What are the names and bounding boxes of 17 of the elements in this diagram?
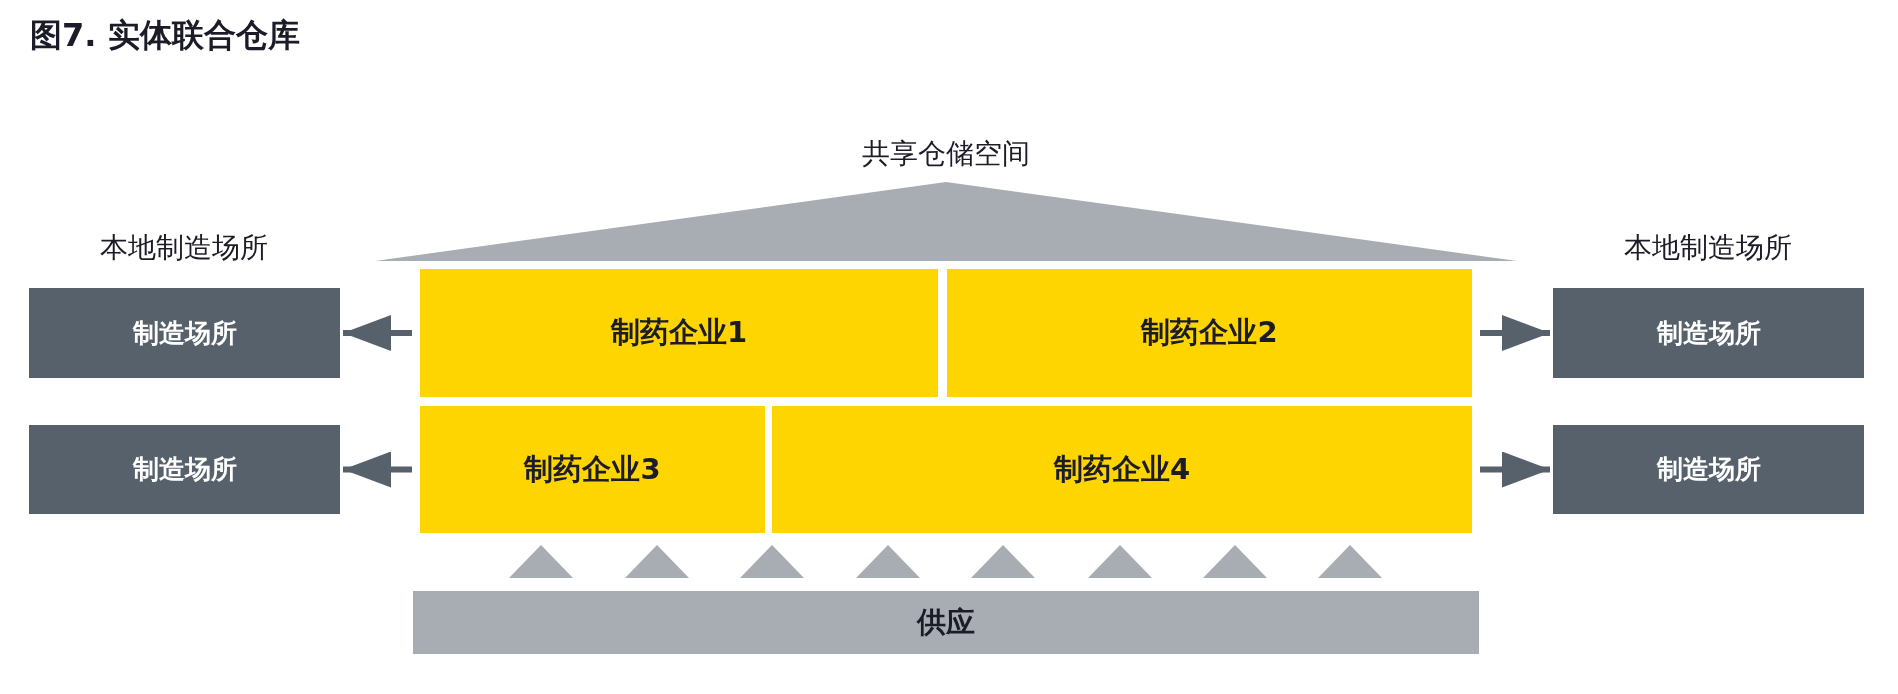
- company-box: 制药企业1: [420, 269, 938, 397]
- arrow: [1480, 315, 1550, 351]
- company-box: 制药企业3: [420, 406, 765, 533]
- column-label: 本地制造场所: [1624, 230, 1792, 266]
- heading: 共享仓储空间: [862, 136, 1030, 172]
- company-box: 制药企业4: [772, 406, 1472, 533]
- site-box: 制造场所: [1553, 425, 1864, 514]
- title: 图7. 实体联合仓库: [30, 15, 300, 56]
- company-box: 制药企业2: [947, 269, 1472, 397]
- site-box: 制造场所: [29, 425, 340, 514]
- site-box: 制造场所: [29, 288, 340, 378]
- site-box: 制造场所: [1553, 288, 1864, 378]
- column-label: 本地制造场所: [100, 230, 268, 266]
- supply-bar: 供应: [413, 591, 1479, 654]
- arrow: [343, 451, 412, 488]
- arrow: [343, 315, 412, 351]
- arrow: [1480, 451, 1550, 488]
